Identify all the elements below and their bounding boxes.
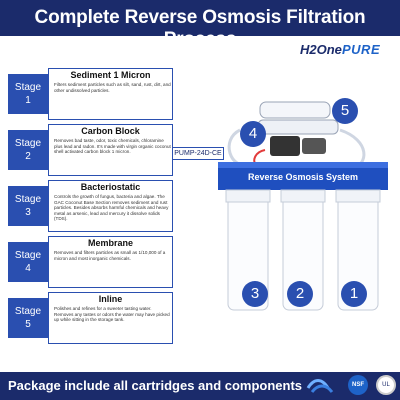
stage-name: Carbon Block bbox=[81, 126, 140, 136]
membrane-housing bbox=[259, 101, 331, 119]
stage-description: Filters sediment particles such as silt,… bbox=[54, 82, 171, 93]
stage-description: Removes and filters particles as small a… bbox=[54, 250, 166, 261]
canister-1 bbox=[335, 189, 381, 311]
bracket-highlight bbox=[218, 162, 388, 168]
stage-box bbox=[48, 68, 173, 120]
pump bbox=[270, 136, 300, 156]
stage-box bbox=[48, 124, 173, 176]
stage-name: Membrane bbox=[87, 238, 133, 248]
stage-description: Removes bad taste, odor, toxic chemicals… bbox=[54, 138, 171, 155]
pump-motor bbox=[302, 138, 326, 154]
brand-logo-mark: H2One bbox=[300, 42, 342, 57]
stage-name: Sediment 1 Micron bbox=[70, 70, 151, 80]
stage-badge-2: 2 bbox=[287, 281, 313, 307]
stage-badge-1: 1 bbox=[341, 281, 367, 307]
stage-box bbox=[48, 292, 173, 344]
stage-box bbox=[48, 236, 173, 288]
brand-name: PURE bbox=[342, 42, 381, 57]
stage-name: Inline bbox=[98, 294, 123, 304]
inline-filter bbox=[257, 119, 339, 135]
footer-bar bbox=[0, 372, 400, 400]
header-bar bbox=[0, 0, 400, 36]
stage-box bbox=[48, 180, 173, 232]
canister-2 bbox=[280, 189, 326, 311]
stage-badge-3: 3 bbox=[242, 281, 268, 307]
footer-text: Package include all cartridges and compo… bbox=[8, 378, 303, 393]
stage-description: Controls the growth of fungus, bacteria … bbox=[54, 194, 169, 222]
pump-label: PUMP-24D-CE bbox=[172, 147, 224, 160]
page-title: Complete Reverse Osmosis Filtration Proc… bbox=[34, 7, 366, 50]
canister-3 bbox=[225, 189, 271, 311]
stage-description: Polishes and refines for a sweeter tasti… bbox=[54, 306, 170, 323]
water-quality-logo bbox=[306, 379, 334, 393]
system-label: Reverse Osmosis System bbox=[248, 172, 358, 182]
stage-badge-5: 5 bbox=[332, 98, 358, 124]
brand-logo: H2One PURE bbox=[300, 42, 396, 64]
nsf-logo: NSF bbox=[348, 375, 368, 395]
stage-name: Bacteriostatic bbox=[80, 182, 141, 192]
ro-system-illustration: Reverse Osmosis System bbox=[218, 101, 388, 311]
stage-badge-4: 4 bbox=[240, 121, 266, 147]
ul-logo: UL bbox=[376, 375, 396, 395]
